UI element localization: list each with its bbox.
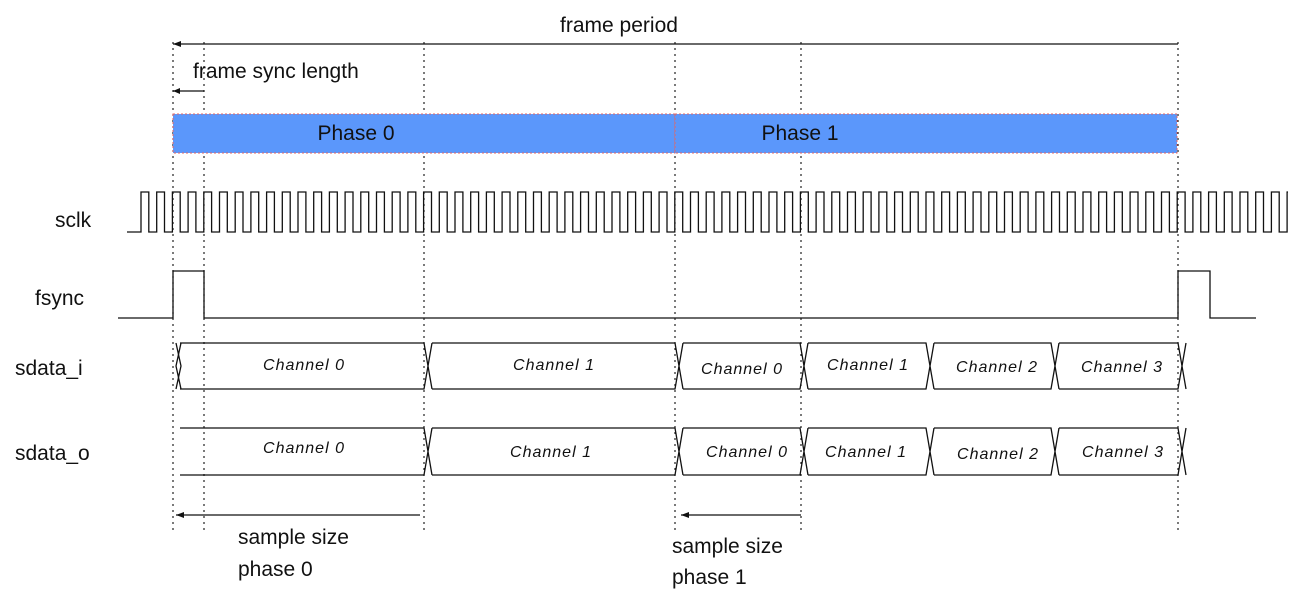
sdata-o-bus xyxy=(180,427,1187,476)
sclk-waveform xyxy=(127,191,1288,233)
frame-sync-length-arrowhead xyxy=(173,88,180,94)
signal-label-sclk: sclk xyxy=(55,209,92,232)
sdata-o-channel-3: Channel 3 xyxy=(1082,444,1164,461)
sdata-i-waveform xyxy=(180,342,1187,390)
sdata-i-bus xyxy=(175,342,1187,390)
sdata-i-channel-1-phase1: Channel 1 xyxy=(827,357,909,374)
signal-label-sdata-i: sdata_i xyxy=(15,357,83,380)
sdata-i-start-edge xyxy=(175,342,182,390)
sdata-o-channel-1-phase1: Channel 1 xyxy=(825,444,907,461)
sample-size-phase1-line1: sample size xyxy=(672,535,783,558)
phase-1-bar xyxy=(674,113,1178,154)
sdata-o-channel-2: Channel 2 xyxy=(957,446,1039,463)
sample-size-phase0-line2: phase 0 xyxy=(238,558,313,581)
sdata-i-start-edge-2 xyxy=(175,342,182,390)
phase-0-bar xyxy=(172,113,676,154)
sample-size-phase0-arrowhead xyxy=(176,512,184,518)
sdata-i-channel-3: Channel 3 xyxy=(1081,359,1163,376)
sample-size-phase1-arrowhead xyxy=(681,512,689,518)
sdata-o-channel-0-phase1: Channel 0 xyxy=(706,444,788,461)
frame-period-label: frame period xyxy=(560,14,678,37)
sdata-i-channel-2: Channel 2 xyxy=(956,359,1038,376)
sdata-o-channel-0: Channel 0 xyxy=(263,440,345,457)
sdata-o-channel-1: Channel 1 xyxy=(510,444,592,461)
frame-sync-length-label: frame sync length xyxy=(193,60,359,83)
sdata-i-channel-1: Channel 1 xyxy=(513,357,595,374)
fsync-waveform xyxy=(118,270,1256,319)
sample-size-phase0-line1: sample size xyxy=(238,526,349,549)
sdata-o-waveform xyxy=(180,427,1187,476)
sample-size-phase1-line2: phase 1 xyxy=(672,566,747,589)
phase-1-label: Phase 1 xyxy=(761,122,838,145)
sdata-i-channel-0: Channel 0 xyxy=(263,357,345,374)
frame-period-arrowhead xyxy=(173,41,181,47)
phase-0-label: Phase 0 xyxy=(317,122,394,145)
sdata-i-channel-0-phase1: Channel 0 xyxy=(701,361,783,378)
signal-label-sdata-o: sdata_o xyxy=(15,442,90,465)
signal-label-fsync: fsync xyxy=(35,287,84,310)
